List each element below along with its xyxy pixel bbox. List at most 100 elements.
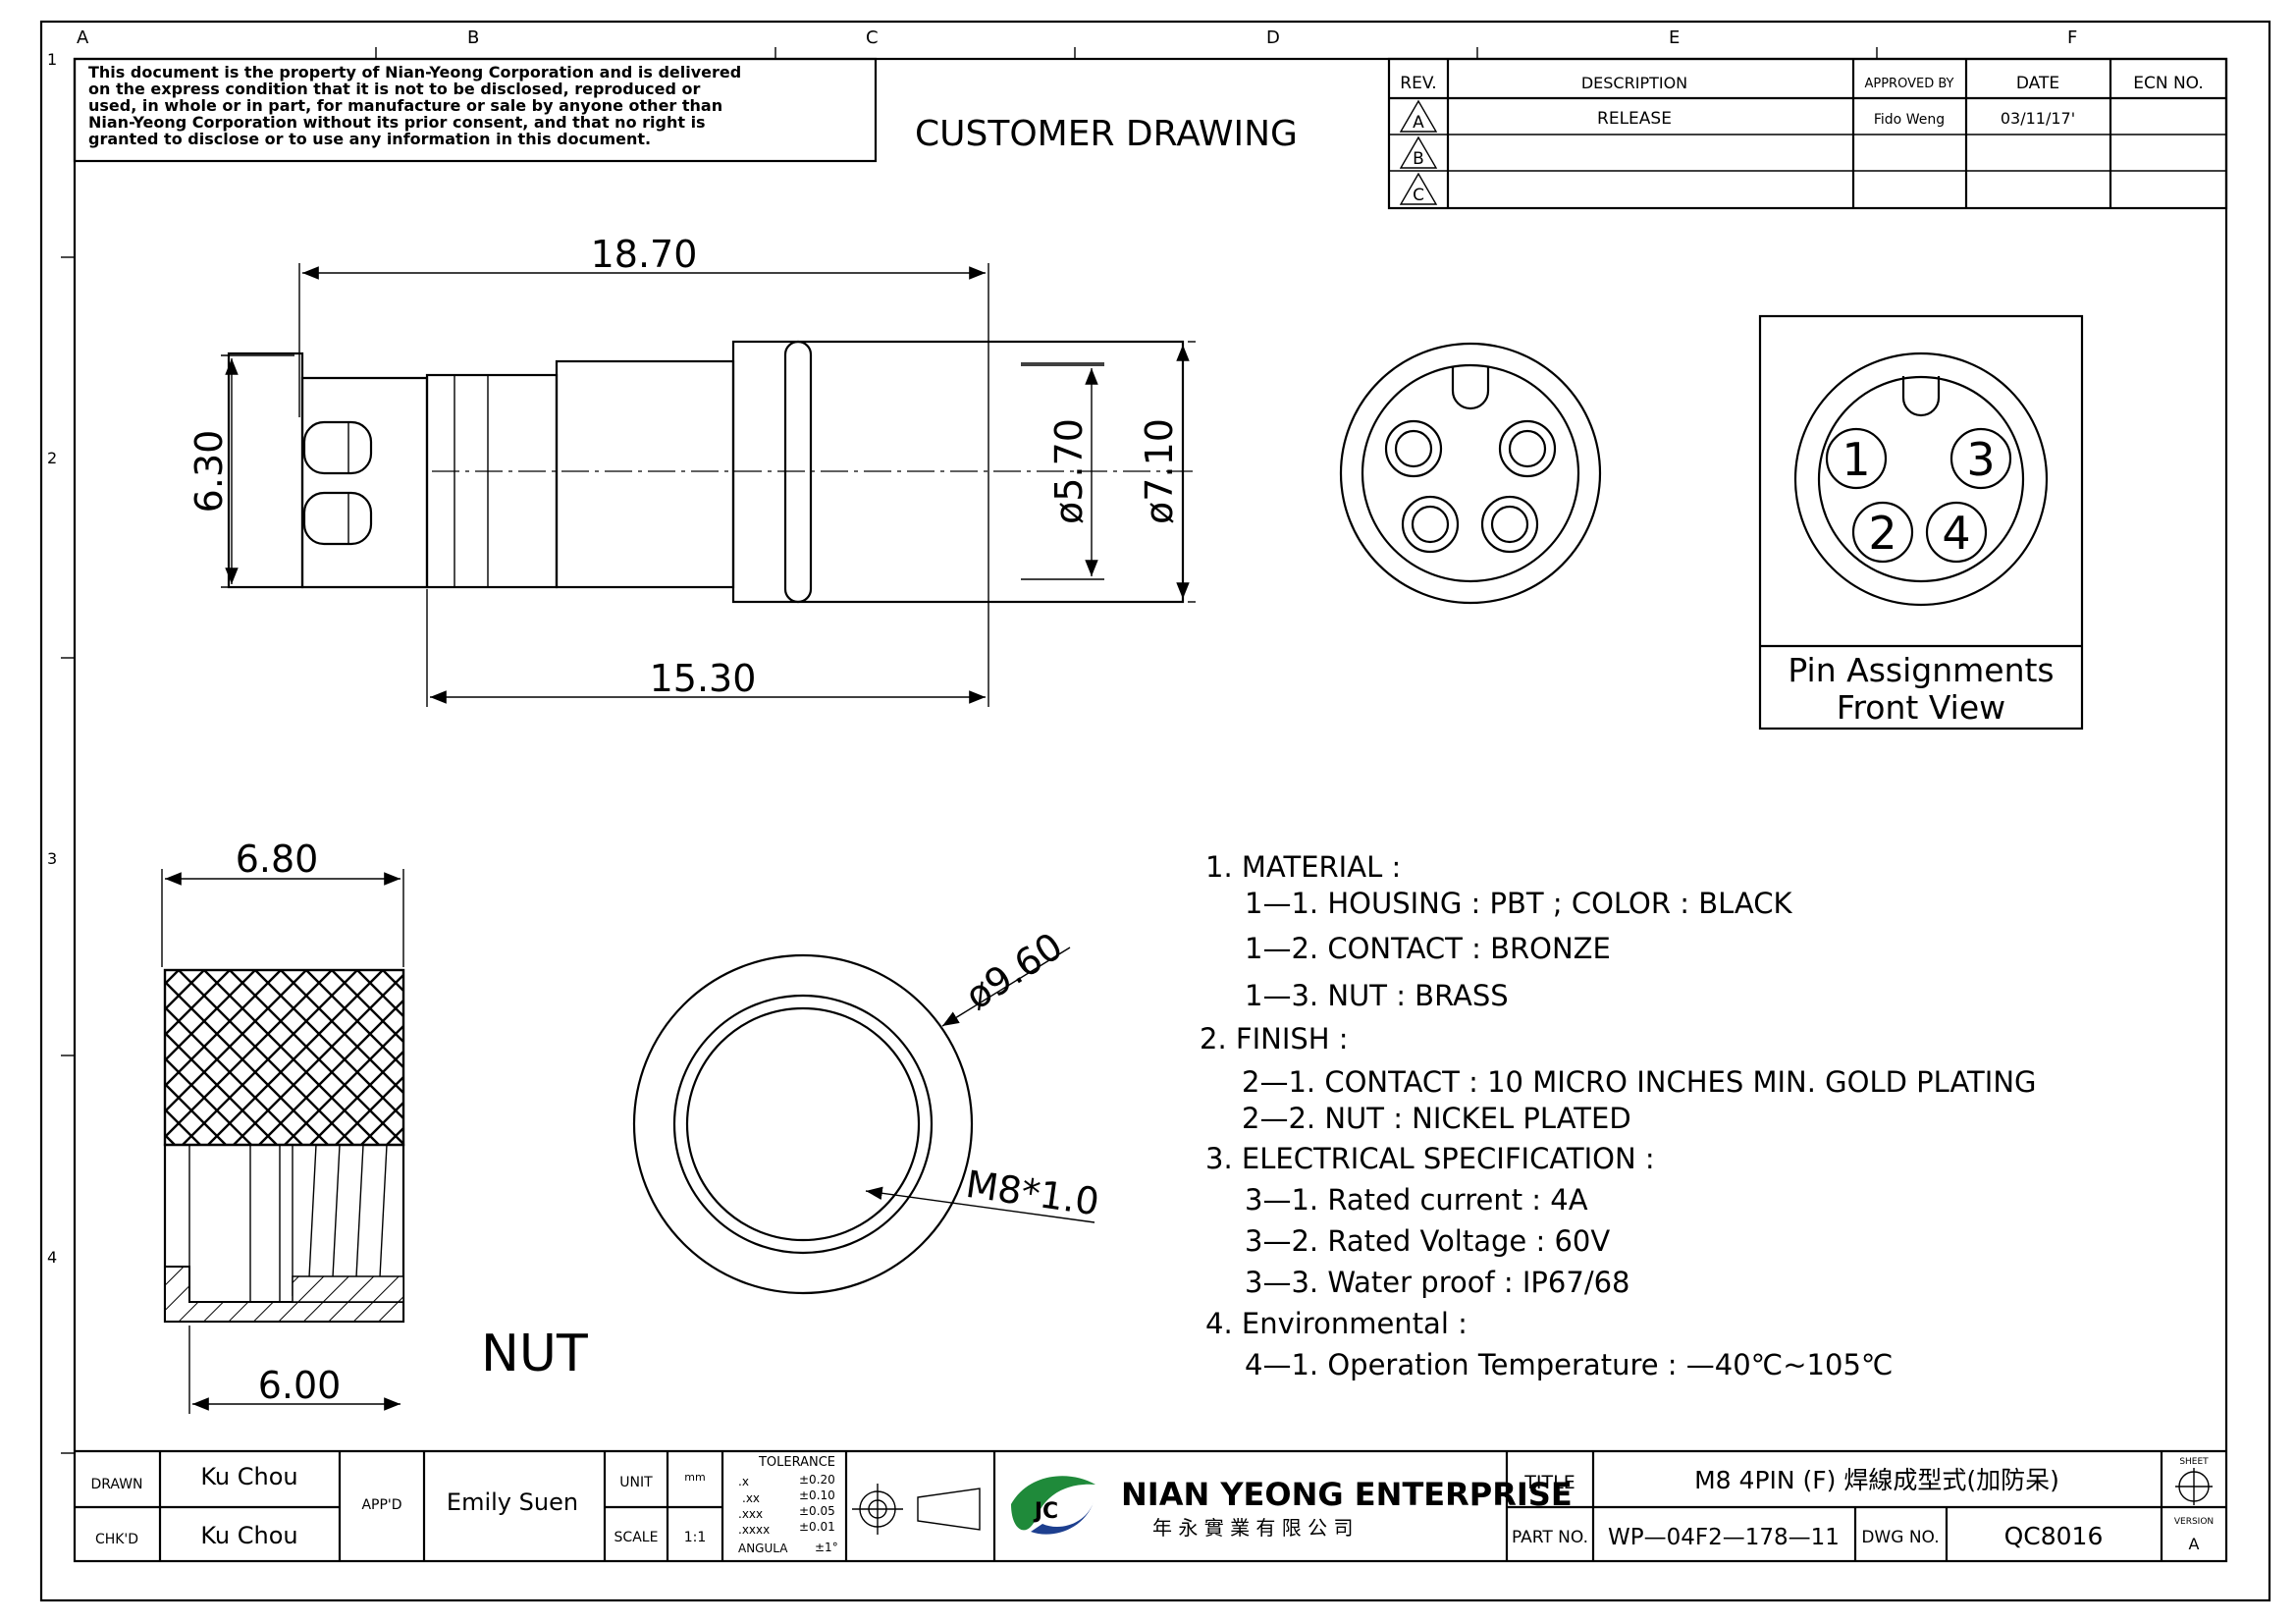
notice-line-4: Nian-Yeong Corporation without its prior… (88, 113, 706, 132)
company-name-zh: 年 永 實 業 有 限 公 司 (1152, 1516, 1354, 1540)
notice-box (73, 57, 878, 163)
svg-text:C: C (1413, 186, 1424, 205)
spec-line-3: 1—2. CONTACT : BRONZE (1245, 932, 1611, 965)
row-marker-3: 3 (47, 849, 57, 868)
spec-line-10: 3—2. Rated Voltage : 60V (1245, 1224, 1610, 1258)
dim-6-80: 6.80 (236, 838, 319, 881)
pin-4-circle (1925, 501, 1988, 564)
dim-m8-thread: M8*1.0 (963, 1163, 1101, 1224)
dim-overall-length: 18.70 (298, 233, 989, 707)
rev-triangle-b: B (1399, 135, 1438, 169)
col-marker-c: C (866, 27, 879, 48)
pin-caption-2: Front View (1837, 688, 2005, 727)
dim-height: 6.30 (187, 354, 294, 588)
spec-line-7: 2—2. NUT : NICKEL PLATED (1242, 1102, 1631, 1135)
tol-key-1: .x (738, 1475, 749, 1488)
third-angle-projection-icon (852, 1484, 981, 1535)
inner-border (73, 57, 2228, 1563)
drawn-label: DRAWN (90, 1477, 142, 1492)
sheet-crosshair-icon (2175, 1468, 2213, 1505)
dim-dia-outer: ø7.10 (1138, 341, 1196, 603)
approved-value: Emily Suen (447, 1488, 578, 1516)
sheet-label: SHEET (2179, 1457, 2209, 1467)
col-marker-d: D (1266, 27, 1280, 48)
tol-val-1: ±0.20 (799, 1473, 835, 1487)
spec-line-9: 3—1. Rated current : 4A (1245, 1183, 1588, 1217)
dim-6-00: 6.00 (258, 1364, 342, 1407)
spec-line-1: 1. MATERIAL : (1205, 850, 1401, 884)
company-name-en: NIAN YEONG ENTERPRISE (1121, 1476, 1573, 1513)
rev-triangle-c: C (1399, 172, 1438, 205)
notice-line-5: granted to disclose or to use any inform… (88, 130, 651, 148)
pin-3-circle (1949, 427, 2012, 490)
rev-a-date: 03/11/17' (2001, 109, 2075, 128)
dim-18-70: 18.70 (591, 233, 698, 276)
tol-val-3: ±0.05 (799, 1504, 835, 1518)
connector-side-view (227, 340, 1193, 604)
approved-label: APP'D (361, 1497, 401, 1513)
col-marker-e: E (1669, 27, 1680, 48)
svg-text:A: A (1413, 113, 1424, 133)
spec-line-4: 1—3. NUT : BRASS (1245, 979, 1509, 1012)
drawn-value: Ku Chou (200, 1463, 297, 1490)
dim-15-30: 15.30 (650, 657, 757, 700)
nut-label: NUT (481, 1325, 588, 1383)
description-header: DESCRIPTION (1581, 74, 1687, 92)
tol-key-3: .xxx (738, 1507, 763, 1521)
tol-val-4: ±0.01 (799, 1520, 835, 1534)
scale-label: SCALE (614, 1530, 659, 1545)
rev-triangle-a: A (1399, 99, 1438, 133)
notice-line-2: on the express condition that it is not … (88, 80, 700, 98)
outer-border (39, 20, 2271, 1602)
tol-val-5: ±1° (815, 1541, 838, 1554)
pin-1-circle (1825, 427, 1888, 490)
dim-body-length: 15.30 (426, 589, 986, 707)
svg-text:B: B (1413, 149, 1424, 169)
checked-value: Ku Chou (200, 1522, 297, 1549)
nut-side-view: 6.80 6.00 (161, 838, 405, 1414)
tolerance-title: TOLERANCE (758, 1455, 835, 1470)
dim-dia-5-70: ø5.70 (1047, 418, 1091, 524)
dim-dia-9-60: ø9.60 (958, 924, 1070, 1018)
rev-a-description: RELEASE (1597, 109, 1672, 129)
title-value: M8 4PIN (F) 焊線成型式(加防呆) (1694, 1466, 2059, 1494)
title-label: TITLE (1523, 1472, 1575, 1493)
svg-text:JC: JC (1033, 1499, 1058, 1524)
part-no-value: WP—04F2—178—11 (1608, 1525, 1840, 1550)
drawing-title: CUSTOMER DRAWING (915, 114, 1298, 154)
version-label: VERSION (2174, 1517, 2214, 1527)
pin-4-label: 4 (1942, 507, 1970, 560)
notice-line-1: This document is the property of Nian-Ye… (88, 63, 741, 81)
row-marker-1: 1 (47, 50, 57, 69)
checked-label: CHK'D (95, 1532, 138, 1547)
spec-line-2: 1—1. HOUSING : PBT ; COLOR : BLACK (1245, 887, 1793, 920)
tol-key-2: .xx (742, 1491, 760, 1505)
ecn-header: ECN NO. (2133, 74, 2204, 93)
tol-key-4: .xxxx (738, 1523, 770, 1537)
row-marker-4: 4 (47, 1248, 57, 1267)
dwg-no-label: DWG NO. (1861, 1528, 1939, 1547)
pin-1-label: 1 (1842, 433, 1870, 486)
pin-2-label: 2 (1868, 507, 1896, 560)
zone-markers: A B C D E F 1 2 3 4 (47, 27, 2077, 1454)
dwg-no-value: QC8016 (2004, 1522, 2104, 1550)
dim-6-30: 6.30 (187, 430, 231, 514)
pin-3-label: 3 (1966, 433, 1995, 486)
scale-value: 1:1 (684, 1530, 707, 1545)
spec-line-13: 4—1. Operation Temperature : —40℃~105℃ (1245, 1348, 1893, 1381)
spec-line-6: 2—1. CONTACT : 10 MICRO INCHES MIN. GOLD… (1242, 1065, 2037, 1099)
specifications: 1. MATERIAL : 1—1. HOUSING : PBT ; COLOR… (1200, 850, 2037, 1381)
row-marker-2: 2 (47, 449, 57, 467)
spec-line-5: 2. FINISH : (1200, 1022, 1349, 1055)
spec-line-8: 3. ELECTRICAL SPECIFICATION : (1205, 1142, 1655, 1175)
connector-front-view (1339, 342, 1602, 605)
title-block: DRAWN Ku Chou CHK'D Ku Chou APP'D Emily … (75, 1449, 2226, 1561)
nut-front-view: ø9.60 M8*1.0 (632, 924, 1101, 1295)
col-marker-a: A (77, 27, 89, 48)
tol-val-2: ±0.10 (799, 1488, 835, 1502)
tol-key-5: ANGULA (738, 1542, 788, 1555)
rev-a-approver: Fido Weng (1874, 112, 1945, 128)
notice-line-3: used, in whole or in part, for manufactu… (88, 96, 722, 115)
dim-dia-7-10: ø7.10 (1138, 418, 1181, 524)
